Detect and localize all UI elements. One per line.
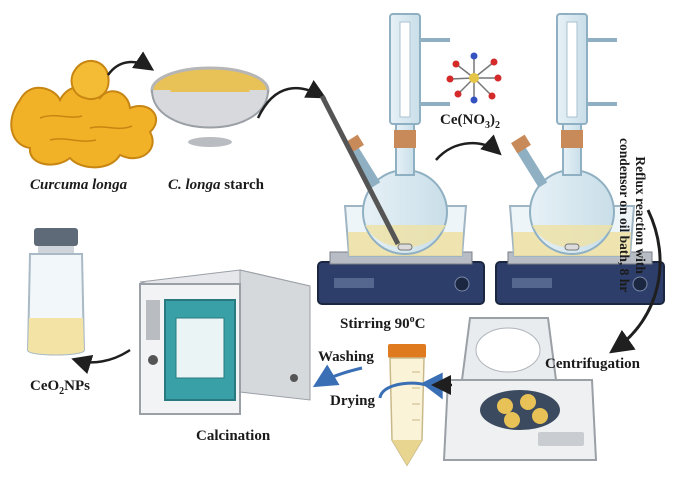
calcination-label: Calcination xyxy=(196,428,271,444)
reflux-line-1: Reflux reaction with xyxy=(633,156,648,274)
stirring-unit: C xyxy=(414,316,426,332)
stirring-text: Stirring 90 xyxy=(340,316,410,332)
cerium-nitrate-label: Ce(NO3)2 xyxy=(440,112,500,131)
arrow-oven-to-vial xyxy=(71,348,131,375)
ceo2-vial-image xyxy=(26,228,86,356)
cerium-nitrate-molecule-image xyxy=(446,52,502,104)
ce-formula-close: ) xyxy=(490,112,495,128)
drying-label: Drying xyxy=(330,393,375,409)
ceo2-post: NPs xyxy=(64,378,91,394)
starch-word: starch xyxy=(220,177,264,193)
arrow-reflux-to-centrifuge xyxy=(609,209,662,354)
arrow-stirring-to-reflux xyxy=(435,134,502,161)
stirring-degree: o xyxy=(409,314,415,325)
calcination-oven-image xyxy=(139,269,311,415)
ce-formula-sub2: 2 xyxy=(495,120,500,131)
falcon-tube-image xyxy=(388,344,426,467)
arrow-turmeric-to-starch xyxy=(106,51,155,76)
reflux-label-rotated: Reflux reaction with condensor on oil ba… xyxy=(616,138,648,292)
starch-bowl-image xyxy=(150,66,270,147)
centrifugation-label: Centrifugation xyxy=(545,356,640,372)
ce-formula-sub1: 3 xyxy=(485,120,490,131)
turmeric-rhizome-image xyxy=(10,60,157,169)
washing-label: Washing xyxy=(318,349,374,365)
arrow-starch-to-flask xyxy=(256,80,327,119)
reflux-setup-stirring xyxy=(317,13,485,305)
ceo2-sub: 2 xyxy=(59,386,65,397)
c-longa-italic: C. longa xyxy=(168,177,221,193)
curcuma-longa-label: Curcuma longa xyxy=(30,177,128,193)
ceo2-base: CeO xyxy=(30,378,60,394)
ce-formula-base: Ce(NO xyxy=(440,112,485,128)
c-longa-starch-label: C. longa starch xyxy=(168,177,264,194)
arrow-tube-to-oven xyxy=(312,364,363,388)
centrifuge-image xyxy=(442,317,598,461)
reflux-line-2: condensor on oil bath, 8 hr xyxy=(617,138,632,293)
stirring-label: Stirring 90oC xyxy=(340,314,425,333)
reflux-setup-condenser xyxy=(495,13,665,305)
ceo2-nps-label: CeO2NPs xyxy=(30,378,90,397)
